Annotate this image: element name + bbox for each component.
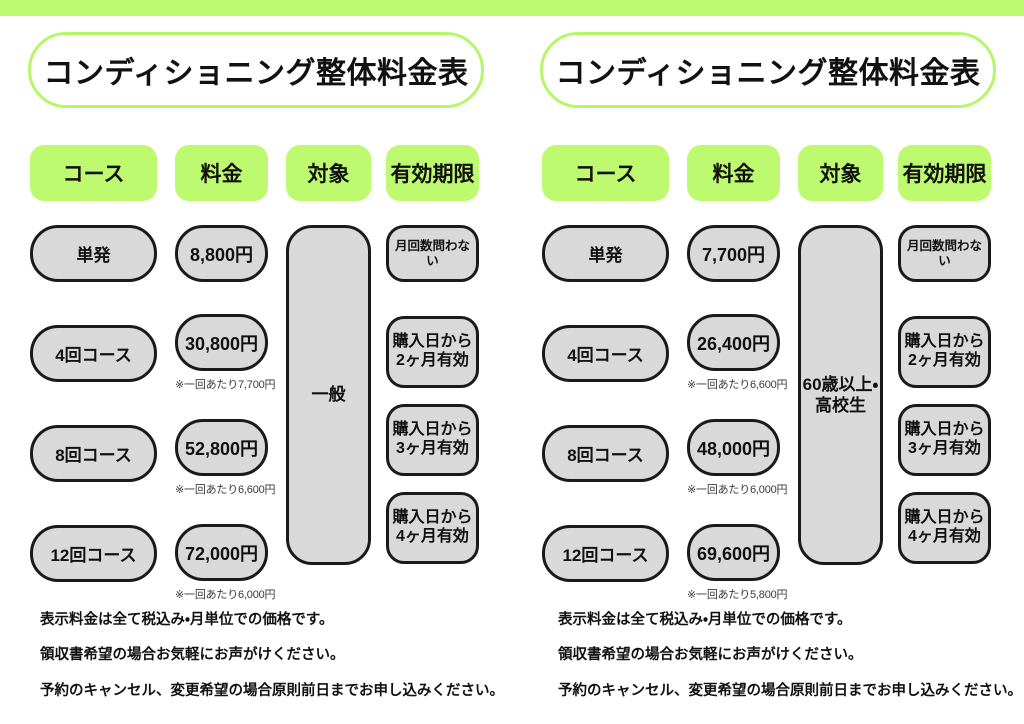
footer-line: 表示料金は全て税込み・月単位での価格です。 xyxy=(558,611,852,628)
price-cell: 48,000円 xyxy=(687,419,780,476)
table-row: 4回コース xyxy=(542,325,669,382)
top-accent-bar xyxy=(0,0,512,16)
footer-notes: 表示料金は全て税込み・月単位での価格です。 領収書希望の場合お気軽にお声がけくだ… xyxy=(512,611,1024,699)
table-body: 単発 4回コース 8回コース 12回コース 8,800円 30,800円 ※一回… xyxy=(0,225,512,602)
table-header-row: コース 料金 対象 有効期限 xyxy=(0,145,512,201)
column-course: 単発 4回コース 8回コース 12回コース xyxy=(542,225,669,582)
column-target: 60歳以上・高校生 xyxy=(798,225,883,565)
price-cell: 72,000円 xyxy=(175,524,268,581)
price-note: ※一回あたり7,700円 xyxy=(175,379,276,391)
header-target: 対象 xyxy=(286,145,371,201)
header-valid: 有効期限 xyxy=(386,145,479,201)
column-course: 単発 4回コース 8回コース 12回コース xyxy=(30,225,157,582)
column-target: 一般 xyxy=(286,225,371,565)
header-course: コース xyxy=(542,145,669,201)
pricing-panel-senior-student: コンディショニング整体料金表 コース 料金 対象 有効期限 単発 4回コース 8… xyxy=(512,0,1024,724)
price-note: ※一回あたり6,600円 xyxy=(687,379,788,391)
price-note: ※一回あたり6,600円 xyxy=(175,484,276,496)
price-note: ※一回あたり5,800円 xyxy=(687,589,788,601)
price-cell: 52,800円 xyxy=(175,419,268,476)
title-box: コンディショニング整体料金表 xyxy=(28,32,484,108)
table-row: 12回コース xyxy=(30,525,157,582)
top-accent-bar xyxy=(512,0,1024,16)
header-valid: 有効期限 xyxy=(898,145,991,201)
price-cell: 7,700円 xyxy=(687,225,780,282)
footer-notes: 表示料金は全て税込み・月単位での価格です。 領収書希望の場合お気軽にお声がけくだ… xyxy=(0,611,512,699)
header-course: コース xyxy=(30,145,157,201)
table-row: 12回コース xyxy=(542,525,669,582)
table-row: 4回コース xyxy=(30,325,157,382)
price-cell: 8,800円 xyxy=(175,225,268,282)
price-cell: 26,400円 xyxy=(687,314,780,371)
table-header-row: コース 料金 対象 有効期限 xyxy=(512,145,1024,201)
footer-line: 予約のキャンセル、変更希望の場合原則前日までお申し込みください。 xyxy=(40,682,504,699)
price-note: ※一回あたり6,000円 xyxy=(175,589,276,601)
title-box: コンディショニング整体料金表 xyxy=(540,32,996,108)
header-price: 料金 xyxy=(687,145,780,201)
valid-cell: 月回数問わない xyxy=(386,225,479,282)
table-row: 8回コース xyxy=(542,425,669,482)
target-cell: 一般 xyxy=(286,225,371,565)
price-cell: 69,600円 xyxy=(687,524,780,581)
table-row: 単発 xyxy=(30,225,157,282)
page-title: コンディショニング整体料金表 xyxy=(555,57,981,90)
pricing-panel-general: コンディショニング整体料金表 コース 料金 対象 有効期限 単発 4回コース 8… xyxy=(0,0,512,699)
column-price: 7,700円 26,400円 ※一回あたり6,600円 48,000円 ※一回あ… xyxy=(687,225,788,602)
header-price: 料金 xyxy=(175,145,268,201)
target-cell: 60歳以上・高校生 xyxy=(798,225,883,565)
price-note: ※一回あたり6,000円 xyxy=(687,484,788,496)
table-row: 8回コース xyxy=(30,425,157,482)
page-title: コンディショニング整体料金表 xyxy=(43,57,469,90)
footer-line: 予約のキャンセル、変更希望の場合原則前日までお申し込みください。 xyxy=(558,682,1022,699)
table-row: 単発 xyxy=(542,225,669,282)
valid-cell: 月回数問わない xyxy=(898,225,991,282)
column-price: 8,800円 30,800円 ※一回あたり7,700円 52,800円 ※一回あ… xyxy=(175,225,276,602)
footer-line: 領収書希望の場合お気軽にお声がけください。 xyxy=(40,647,345,663)
price-cell: 30,800円 xyxy=(175,314,268,371)
table-body: 単発 4回コース 8回コース 12回コース 7,700円 26,400円 ※一回… xyxy=(512,225,1024,602)
footer-line: 表示料金は全て税込み・月単位での価格です。 xyxy=(40,611,334,628)
footer-line: 領収書希望の場合お気軽にお声がけください。 xyxy=(558,647,863,663)
header-target: 対象 xyxy=(798,145,883,201)
